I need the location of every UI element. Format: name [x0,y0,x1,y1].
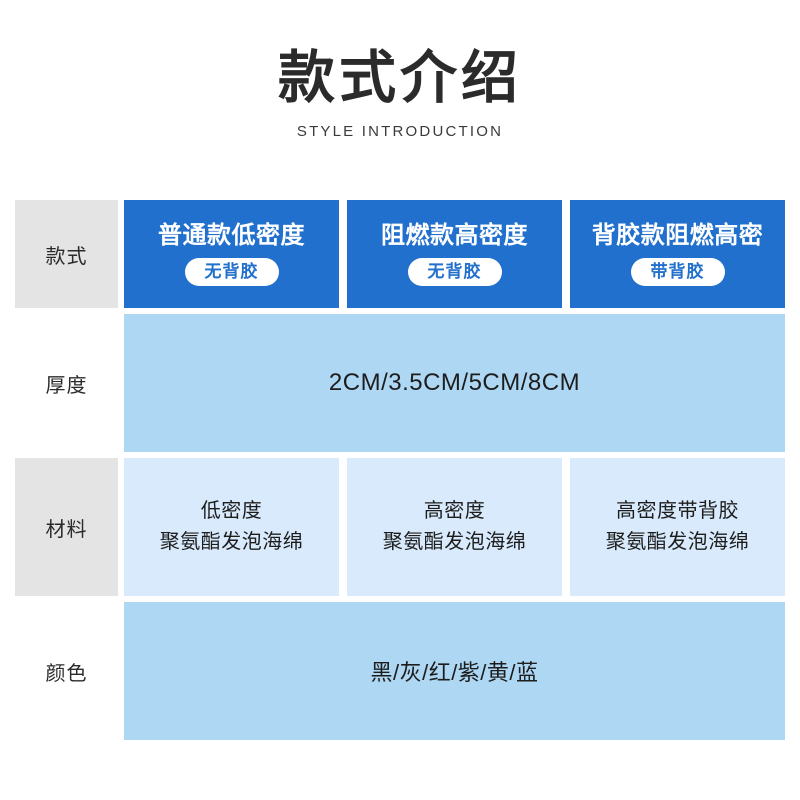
material-cell-1-line-2: 聚氨酯发泡海绵 [159,531,304,553]
material-cell-2-line-1: 高密度 [423,500,486,522]
table-row-style: 款式 普通款低密度 无背胶 阻燃款高密度 无背胶 背胶款阻燃高密 带背胶 [15,200,785,308]
row-label-material: 材料 [15,458,118,596]
row-cells-color: 黑/灰/红/紫/黄/蓝 [124,602,785,740]
material-cell-2: 高密度 聚氨酯发泡海绵 [347,458,562,596]
style-cell-1-badge: 无背胶 [184,258,279,287]
row-label-thickness: 厚度 [15,314,118,452]
style-cell-3[interactable]: 背胶款阻燃高密 带背胶 [570,200,785,308]
row-cells-thickness: 2CM/3.5CM/5CM/8CM [124,314,785,452]
material-cell-3-line-1: 高密度带背胶 [616,500,739,522]
color-value: 黑/灰/红/紫/黄/蓝 [370,660,539,685]
style-cell-2-badge: 无背胶 [407,258,502,287]
style-cell-1-title: 普通款低密度 [158,221,305,249]
color-cell: 黑/灰/红/紫/黄/蓝 [124,602,785,740]
material-cell-3: 高密度带背胶 聚氨酯发泡海绵 [570,458,785,596]
style-cell-2[interactable]: 阻燃款高密度 无背胶 [347,200,562,308]
style-cell-2-title: 阻燃款高密度 [381,221,528,249]
spec-table: 款式 普通款低密度 无背胶 阻燃款高密度 无背胶 背胶款阻燃高密 带背胶 厚度 [15,200,785,740]
style-cell-3-title: 背胶款阻燃高密 [591,221,764,249]
thickness-cell: 2CM/3.5CM/5CM/8CM [124,314,785,452]
row-label-color: 颜色 [15,602,118,740]
material-cell-2-line-2: 聚氨酯发泡海绵 [382,531,527,553]
page-subtitle: STYLE INTRODUCTION [296,123,504,140]
table-row-color: 颜色 黑/灰/红/紫/黄/蓝 [15,602,785,740]
thickness-value: 2CM/3.5CM/5CM/8CM [328,369,581,396]
material-cell-1: 低密度 聚氨酯发泡海绵 [124,458,339,596]
page-header: 款式介绍 STYLE INTRODUCTION [0,46,800,141]
row-cells-material: 低密度 聚氨酯发泡海绵 高密度 聚氨酯发泡海绵 高密度带背胶 聚氨酯发泡海绵 [124,458,785,596]
table-row-material: 材料 低密度 聚氨酯发泡海绵 高密度 聚氨酯发泡海绵 高密度带背胶 聚氨酯发泡海… [15,458,785,596]
style-cell-3-badge: 带背胶 [630,258,725,287]
table-row-thickness: 厚度 2CM/3.5CM/5CM/8CM [15,314,785,452]
row-label-style: 款式 [15,200,118,308]
row-cells-style: 普通款低密度 无背胶 阻燃款高密度 无背胶 背胶款阻燃高密 带背胶 [124,200,785,308]
material-cell-1-line-1: 低密度 [200,500,263,522]
page-title: 款式介绍 [278,46,522,110]
material-cell-3-line-2: 聚氨酯发泡海绵 [605,531,750,553]
style-cell-1[interactable]: 普通款低密度 无背胶 [124,200,339,308]
